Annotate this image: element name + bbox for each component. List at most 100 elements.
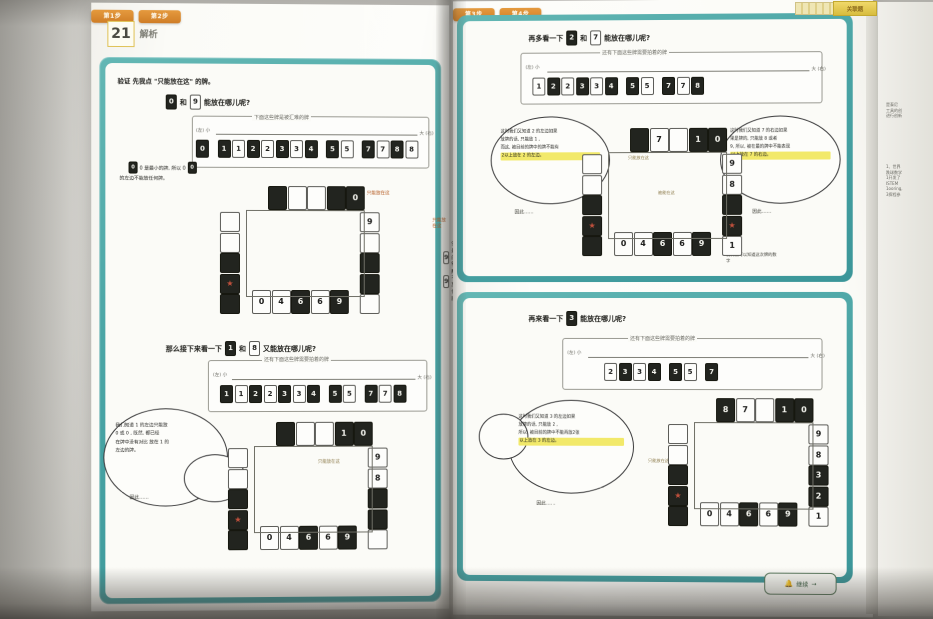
number-card: 2 (261, 139, 274, 159)
number-card: 0 (794, 398, 814, 423)
ring-connector (608, 152, 610, 240)
number-card: 5 (626, 77, 640, 96)
page-number: 21 (111, 25, 131, 43)
s2-title-conj: 和 (238, 344, 246, 353)
margin-block-1: 是泰尼 工具的创 进行创新 (886, 102, 930, 119)
number-card: 4 (304, 140, 318, 159)
mb1-0: 是泰尼 (886, 102, 898, 107)
number-card: 3 (618, 362, 632, 381)
s3-title-conj: 和 (580, 33, 588, 42)
s4-b-2: 所以, 被目前的牌中不能再放2张 (518, 430, 580, 436)
number-card: 0 (195, 139, 209, 158)
s2-title-lead: 那么接下来看一下 (165, 344, 222, 353)
page-tab-marker[interactable]: 关联题 (833, 1, 877, 16)
section2-axis-right: 大 (右) (417, 375, 432, 381)
mb2-2: 1开发了 (886, 175, 901, 181)
number-card: 9 (329, 290, 349, 314)
number-card: ★ (667, 485, 689, 506)
bubble-line-3: 左边的牌。 (115, 448, 139, 455)
section3-axis-left: (左) 小 (525, 65, 540, 71)
number-card: 5 (328, 384, 342, 403)
bubble-line-1: 0 或 0 , 既然, 都已经 (115, 431, 160, 437)
number-card: 7 (676, 76, 690, 95)
s4-title-card-3: 3 (566, 310, 578, 326)
section2-bubble-text: 我们知道 1 的左边只能放 0 或 0 , 既然, 都已经 在牌中没有对比 放在… (115, 422, 218, 456)
number-card (582, 154, 603, 175)
number-card: 8 (405, 140, 418, 159)
s3-title-card-7: 7 (590, 30, 602, 46)
section1-title: 0 和 9 能放在哪儿呢? (165, 94, 250, 110)
section2-axis-left: (左) 小 (212, 373, 228, 379)
number-card: 7 (364, 384, 378, 403)
number-card (287, 186, 307, 211)
number-card (227, 448, 248, 469)
number-card: 2 (604, 362, 618, 381)
number-card: 2 (246, 139, 260, 158)
number-card (326, 186, 346, 211)
number-card (668, 127, 689, 152)
section2-bubble-tail: 因此…… (129, 495, 149, 501)
mb1-2: 进行创新 (886, 113, 902, 119)
number-card: ★ (227, 509, 248, 530)
section3-axis-right: 大 (右) (811, 67, 826, 73)
s2-title-card-8: 8 (248, 341, 260, 357)
number-card: 3 (590, 77, 604, 96)
note-card-0b: 0 (187, 161, 197, 174)
number-card: 0 (259, 525, 279, 551)
number-card (582, 195, 603, 216)
mb1-1: 工具的创 (886, 107, 902, 113)
note-text-a: 0 是最小的牌, 所以 0 (139, 166, 186, 172)
number-card: 2 (546, 77, 560, 96)
number-card: 0 (614, 232, 634, 257)
section1-caption: 下面这些牌是被汇难的牌 (251, 113, 311, 122)
s2-title-card-1: 1 (224, 341, 236, 357)
number-card: 2 (561, 77, 575, 96)
number-card: 5 (340, 140, 354, 159)
number-card: 3 (275, 140, 289, 159)
number-card: ★ (722, 215, 743, 236)
section1-side-note2: 的左边不能放任何牌。 (119, 176, 168, 182)
margin-block-2: 1、世界 跌球数学 1开发了 ISTEM 1ooring, 3探程参 (886, 164, 930, 198)
number-card (306, 186, 326, 211)
bottom-shadow (0, 567, 933, 619)
number-card (667, 506, 689, 527)
ring-connector (363, 210, 365, 298)
number-card: 9 (692, 231, 712, 256)
section3-title: 再多看一下 2 和 7 能放在哪儿呢? (528, 30, 650, 46)
bubble-line-0: 我们知道 1 的左边只能放 (115, 423, 168, 429)
number-card: 3 (808, 465, 829, 486)
mb2-3: ISTEM (886, 180, 899, 186)
ring-connector (253, 445, 372, 448)
s4-b-0: 这时我们又知道 3 的左边如果 (518, 414, 576, 420)
number-card: 7 (378, 384, 392, 403)
number-card: 0 (353, 421, 373, 446)
number-card (667, 444, 689, 465)
mb2-1: 跌球数学 (886, 169, 902, 175)
number-card: 1 (532, 77, 546, 96)
number-card: 4 (647, 362, 661, 381)
number-card: 1 (231, 139, 245, 158)
number-card: 0 (345, 186, 365, 211)
number-card (582, 236, 603, 257)
number-card: 0 (251, 289, 271, 315)
title-card-0: 0 (165, 94, 177, 110)
number-card: 6 (758, 502, 778, 527)
title-conj: 和 (179, 98, 187, 107)
number-card: 1 (217, 139, 231, 158)
section4-title: 再来看一下 3 能放在哪儿呢? (528, 310, 626, 326)
s3-title-tail: 能放在哪儿呢? (604, 33, 651, 42)
number-card: 7 (361, 140, 375, 159)
ring-connector (694, 422, 813, 424)
number-card (359, 273, 380, 294)
number-card (582, 174, 603, 195)
ring-connector (253, 446, 255, 534)
number-card (295, 421, 315, 446)
number-card: 4 (719, 502, 739, 527)
number-card: 3 (575, 77, 589, 96)
section4-caption: 还有下面这些牌需要拍着的牌 (628, 334, 698, 343)
number-card: 5 (668, 363, 683, 382)
